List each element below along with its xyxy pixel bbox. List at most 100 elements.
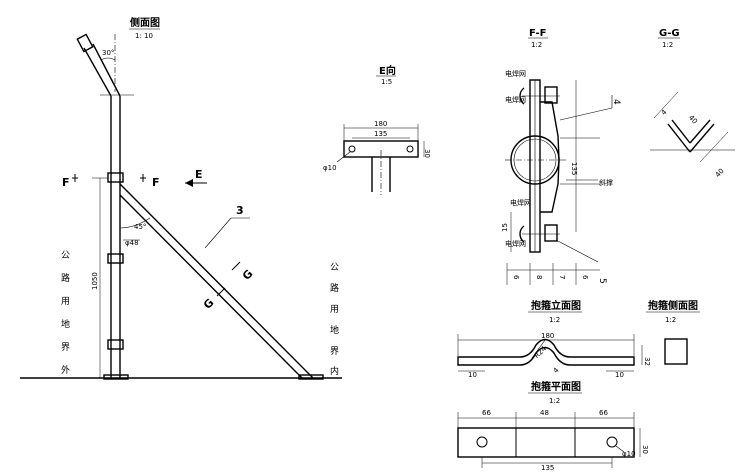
- side-view-scale: 1: 10: [135, 32, 153, 40]
- angle-leg-a: [671, 119, 691, 144]
- brace-upper-edge: [119, 183, 314, 379]
- section-ff: F-F 1:2 电焊网 电焊网 电焊网 电焊网 斜撑 4 135: [501, 28, 621, 285]
- angle-top-label: 30°: [102, 49, 114, 57]
- hole-leader: [336, 151, 351, 163]
- clamp-h-label: 32: [643, 357, 651, 366]
- g-mark-lower: [216, 287, 226, 297]
- road-left-char: 用: [61, 296, 70, 307]
- bent-top-left: [83, 47, 112, 97]
- plan-dim-c: 66: [599, 409, 608, 417]
- road-right-char: 用: [330, 304, 339, 315]
- bolt-hole-left: [348, 145, 356, 153]
- clamp-upper: [107, 172, 124, 183]
- clamp-thick-label: 4: [552, 366, 561, 375]
- label-weld-bot1: 电焊网: [510, 198, 531, 207]
- label-slope: 斜撑: [599, 178, 613, 187]
- clamp-plan-scale: 1:2: [549, 397, 560, 405]
- brace-leader: [204, 217, 232, 249]
- plan-hole-right: [606, 436, 618, 448]
- gg-dim-b-label: 40: [714, 167, 726, 179]
- road-boundary-left: 公 路 用 地 界 外: [61, 250, 70, 376]
- nut-bottom: [544, 224, 558, 242]
- label-weld-top2: 电焊网: [505, 95, 526, 104]
- plan-dim-a: 66: [482, 409, 491, 417]
- gg-dim-a-label: 40: [687, 114, 699, 126]
- road-right-char: 内: [330, 365, 339, 377]
- gg-dim-b: [699, 131, 729, 163]
- brace-lower-edge: [119, 194, 303, 379]
- ff-dim-b2: 8: [535, 275, 543, 279]
- road-left-char: 外: [61, 364, 70, 376]
- clamp-side-scale: 1:2: [665, 316, 676, 324]
- label-weld-top1: 电焊网: [505, 69, 526, 78]
- clamp-radius-leader: [531, 339, 546, 359]
- road-right-char: 公: [330, 262, 339, 273]
- clamp-elev-scale: 1:2: [549, 316, 560, 324]
- brace-angle-label: 45°: [134, 223, 146, 231]
- plan-hole-left: [476, 436, 488, 448]
- bolt-head-top: [519, 87, 525, 105]
- section-f-right: F: [152, 176, 160, 189]
- road-right-char: 地: [330, 324, 339, 336]
- section-gg: G-G 1:2 4 40 40: [650, 28, 735, 179]
- gg-dim-t: 4: [660, 108, 669, 117]
- ff-dim-mid: 135: [570, 162, 578, 175]
- clamp-elevation: 抱箍立面图 1:2 180 R24 4 10 10 32: [457, 299, 651, 379]
- angle-arc: [100, 57, 116, 61]
- clamp-strap-shape: [457, 338, 635, 366]
- section-g-upper: G: [240, 267, 256, 283]
- clamp-plan-title: 抱箍平面图: [531, 380, 581, 393]
- side-view: 侧面图 1: 10 30° F F E 45° φ48: [20, 16, 342, 380]
- road-left-char: 地: [61, 318, 70, 330]
- dim-height-label: 30: [423, 149, 431, 158]
- clamp-strap: [540, 101, 560, 213]
- section-f-left: F: [62, 176, 70, 189]
- clamp-total-label: 180: [541, 332, 554, 340]
- arrow-e-head: [185, 179, 193, 187]
- dim-outer-label: 180: [374, 120, 387, 128]
- base-plate-right: [298, 374, 324, 380]
- gg-dim-a: [653, 91, 679, 119]
- road-left-char: 路: [61, 272, 70, 284]
- clamp-left-label: 10: [468, 371, 477, 379]
- dim-inner-label: 135: [374, 130, 387, 138]
- part4-label: 4: [611, 99, 621, 105]
- height-dim-label: 1050: [91, 272, 99, 290]
- part5-label: 5: [597, 278, 607, 284]
- g-mark-upper: [231, 261, 241, 271]
- angle-leg-a2: [667, 123, 691, 153]
- angle-leg-b2: [689, 123, 715, 153]
- clamp-elev-title: 抱箍立面图: [531, 299, 581, 312]
- ff-dim-b3: 7: [558, 275, 566, 279]
- plan-hole-label: φ10: [622, 450, 636, 458]
- ff-dim-b1: 6: [512, 275, 520, 280]
- clamp-plan-rect: [457, 427, 635, 458]
- arrow-e-label: E: [195, 168, 203, 181]
- bolt-hole-right: [406, 145, 414, 153]
- clamp-middle: [107, 253, 124, 264]
- gg-scale: 1:2: [662, 41, 673, 49]
- plan-dim-b: 48: [540, 409, 549, 417]
- bolt-head-bottom: [519, 225, 525, 243]
- road-boundary-right: 公 路 用 地 界 内: [330, 262, 339, 377]
- clamp-side: 抱箍侧面图 1:2: [646, 299, 700, 365]
- clamp-plate: [343, 140, 419, 158]
- road-right-char: 界: [330, 346, 339, 357]
- plan-h-label: 30: [641, 445, 649, 454]
- nut-top: [544, 86, 558, 104]
- brace-angle-arc: [119, 217, 151, 229]
- e-view-title: E向: [379, 64, 396, 77]
- plan-hole-leader: [615, 445, 625, 453]
- label-weld-bot2: 电焊网: [505, 239, 526, 248]
- hole-label: φ10: [323, 164, 337, 172]
- clamp-side-rect: [664, 338, 688, 365]
- ff-title: F-F: [529, 28, 547, 39]
- section-g-lower: G: [201, 296, 217, 312]
- clamp-right-label: 10: [615, 371, 624, 379]
- part5-leader: [555, 239, 599, 263]
- ff-dim-b4: 6: [581, 275, 589, 280]
- clamp-lower: [107, 339, 124, 350]
- angle-leg-b: [689, 119, 711, 144]
- part4-leader: [559, 107, 613, 121]
